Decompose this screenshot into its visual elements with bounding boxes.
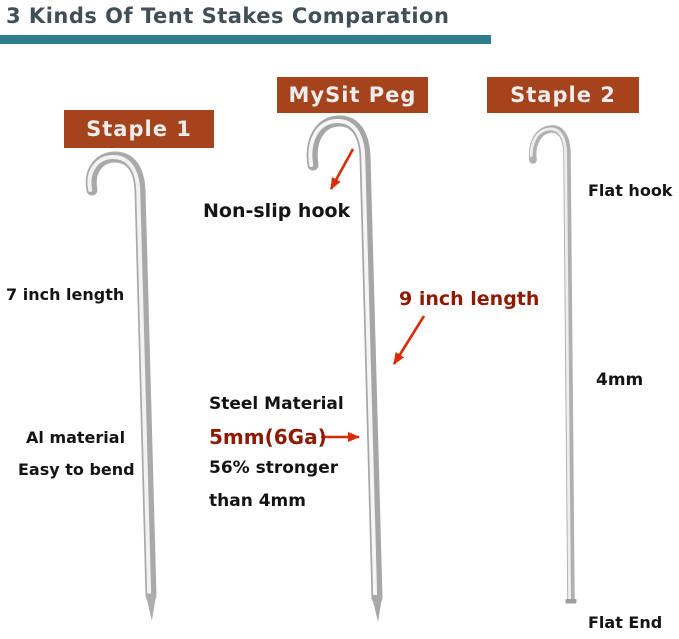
mysit-peg-label-badge: MySit Peg: [277, 77, 428, 113]
staple1-tip: [145, 593, 157, 621]
staple1-bend-note: Easy to bend: [18, 460, 135, 479]
stake-mysit-peg-image: [310, 121, 382, 622]
stake-staple2-image: [529, 129, 577, 604]
stake-staple1-image: [89, 157, 156, 621]
title-underline: [0, 35, 491, 44]
non-slip-hook-arrow-icon: [329, 148, 355, 190]
mysit-strength-note-line2: than 4mm: [209, 491, 306, 511]
mysit-length-note: 9 inch length: [399, 288, 540, 310]
mysit-hook-note: Non-slip hook: [203, 200, 351, 222]
mysit-material-note: Steel Material: [209, 394, 344, 414]
staple1-label-badge: Staple 1: [64, 110, 214, 148]
staple2-hook-tip: [529, 156, 537, 164]
staple1-length-note: 7 inch length: [6, 285, 125, 304]
mysit-peg-tip: [371, 595, 383, 622]
mysit-strength-note-line1: 56% stronger: [209, 458, 339, 478]
staple2-flat-end: [565, 599, 577, 604]
staple2-hook-note: Flat hook: [588, 181, 673, 200]
staple2-thickness-note: 4mm: [596, 370, 644, 390]
nine-inch-length-arrow-icon: [392, 315, 426, 365]
mysit-thickness-note: 5mm(6Ga): [209, 425, 327, 449]
page-title: 3 Kinds Of Tent Stakes Comparation: [6, 4, 450, 28]
staple2-label-badge: Staple 2: [487, 77, 639, 113]
staple1-material-note: Al material: [26, 428, 126, 447]
staple2-end-note: Flat End: [588, 613, 663, 632]
